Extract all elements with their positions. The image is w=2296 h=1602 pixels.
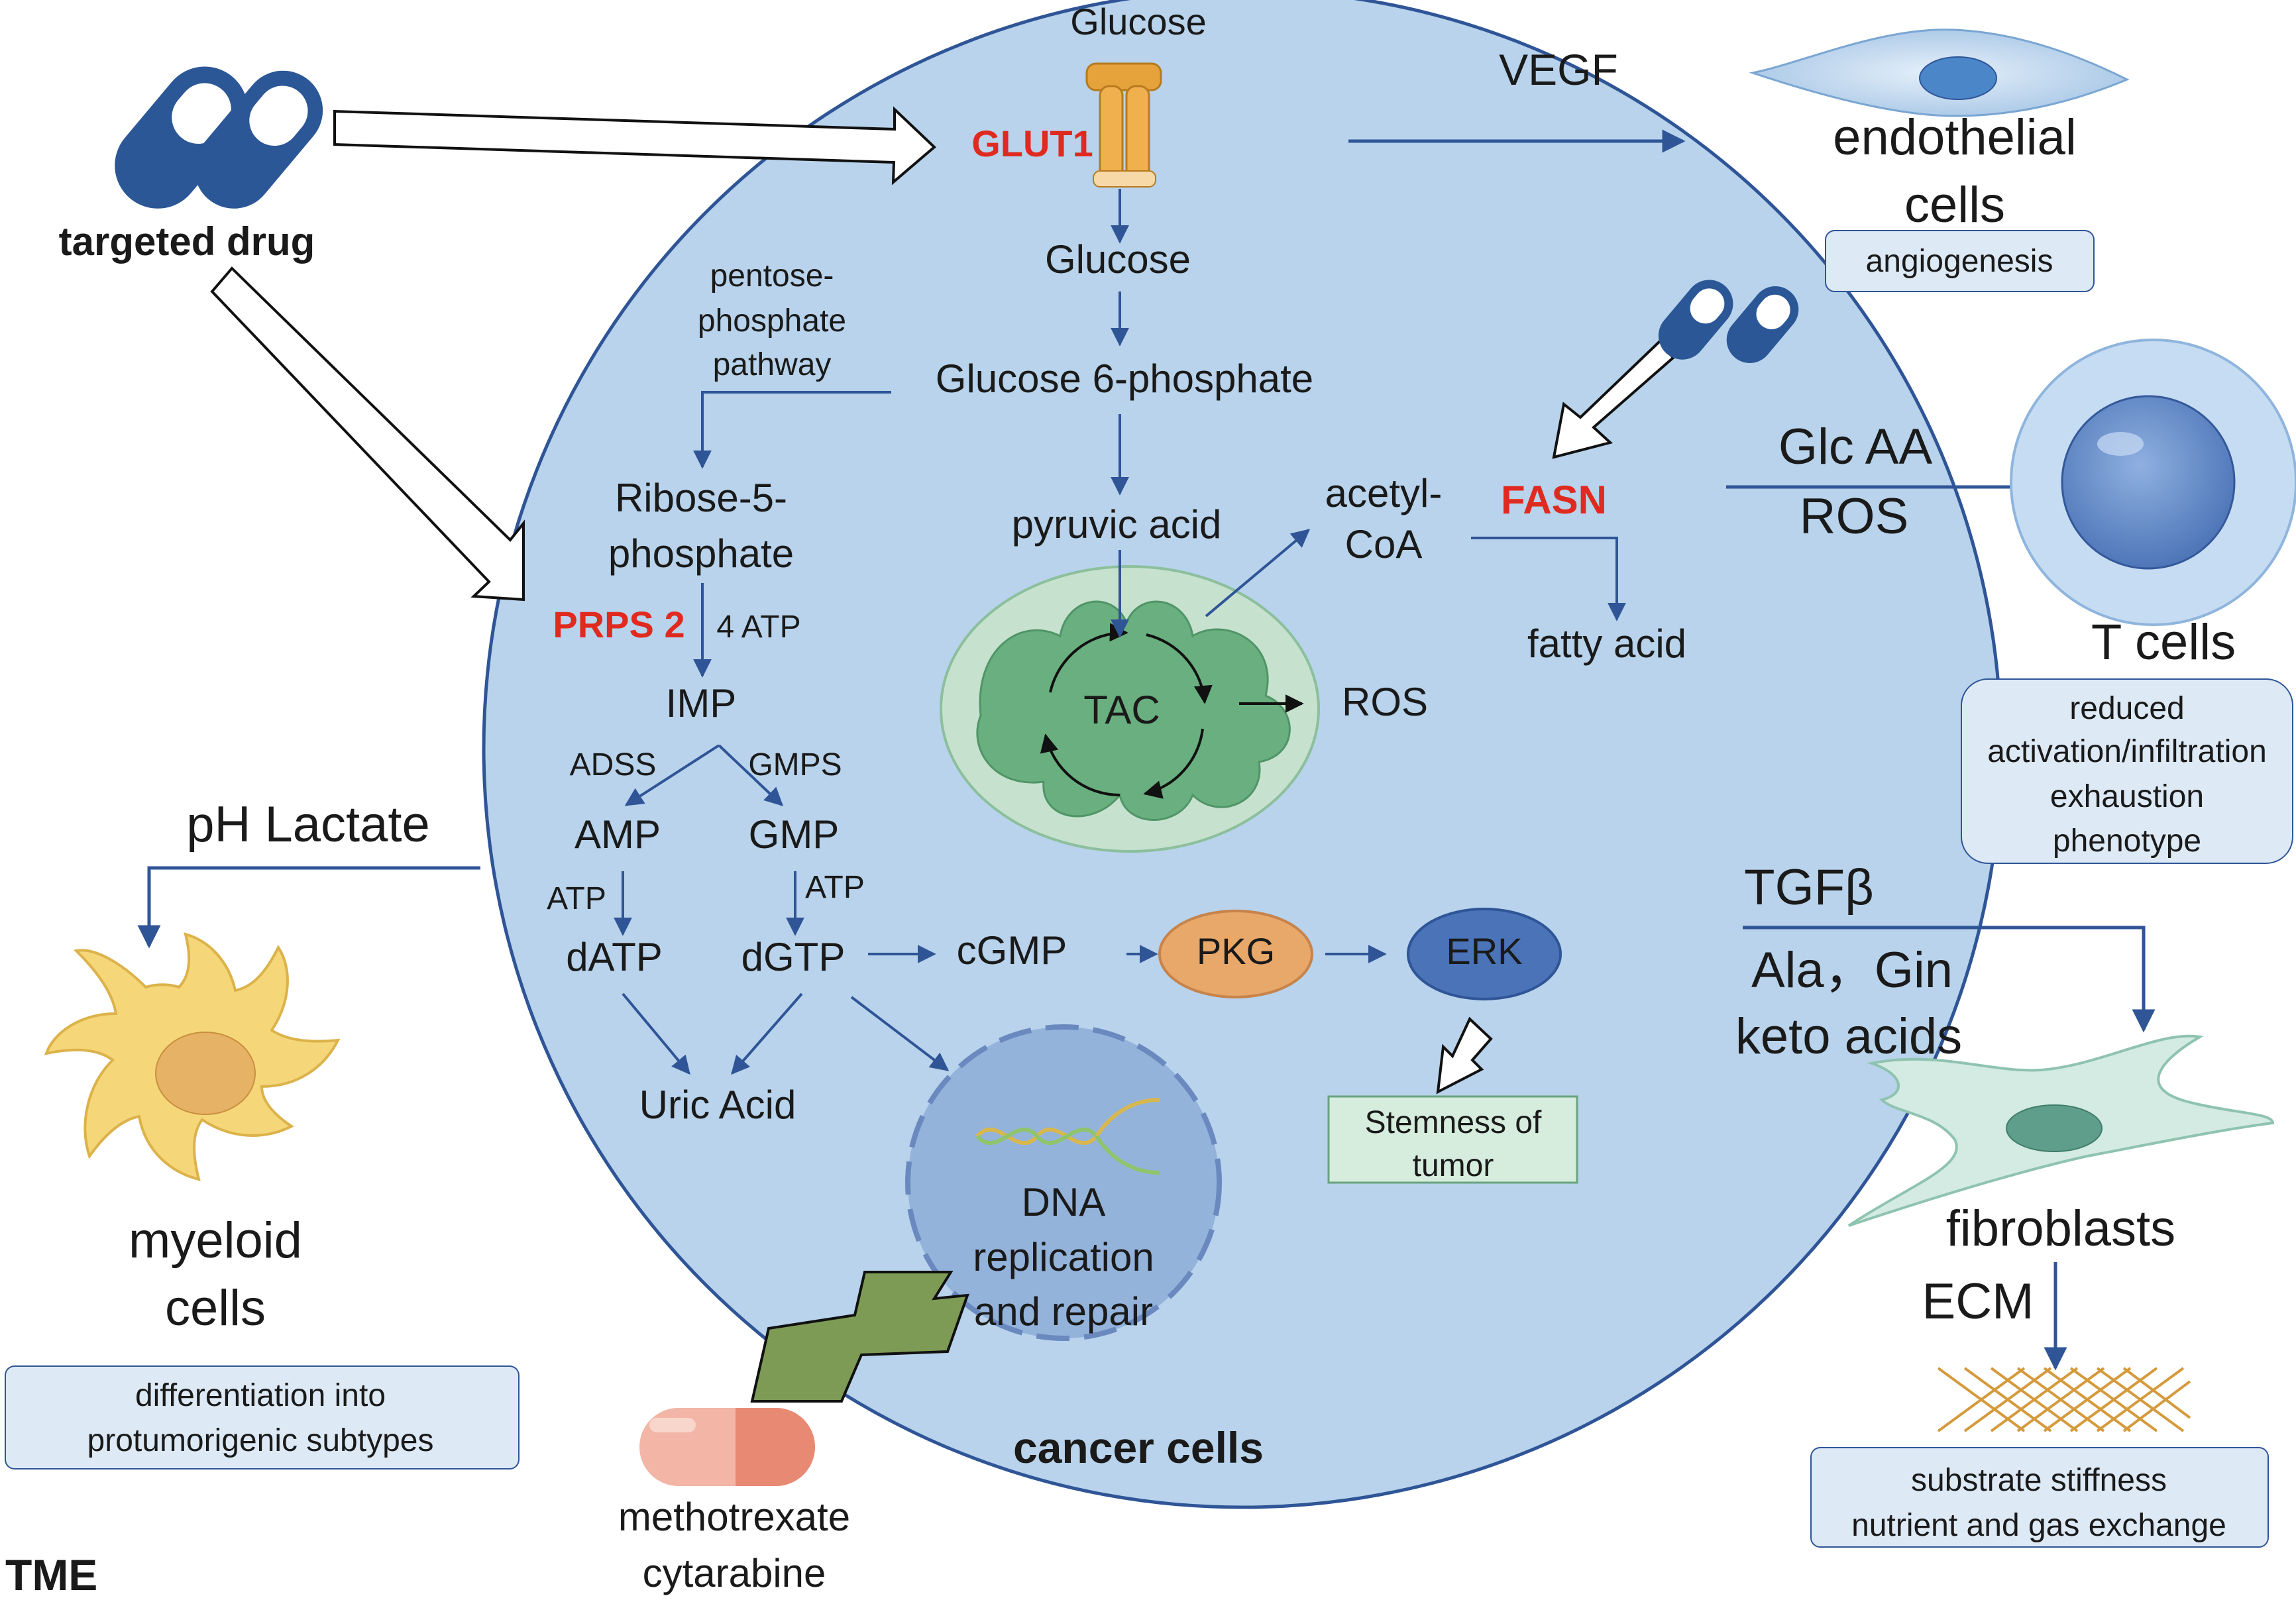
gmps-label: GMPS <box>748 747 842 782</box>
uric-acid-label: Uric Acid <box>639 1083 796 1127</box>
amp-label: AMP <box>574 812 661 857</box>
vegf-label: VEGF <box>1499 45 1618 94</box>
erk-node <box>1407 908 1562 1000</box>
extracellular-matrix-icon <box>1937 1367 2191 1432</box>
dna-helix-icon <box>975 1098 1160 1175</box>
pkg-node <box>1158 910 1313 998</box>
capsule-pills-icon-small <box>1658 280 1799 363</box>
stemness-box <box>1327 1095 1578 1184</box>
tme-label: TME <box>5 1550 97 1599</box>
pkg-label: PKG <box>1197 930 1275 972</box>
myeloid-cell-icon <box>44 932 341 1181</box>
ribose-5-phosphate-label-2: phosphate <box>608 531 794 576</box>
glut1-label: GLUT1 <box>971 123 1093 164</box>
capsule-pills-icon <box>115 66 323 209</box>
t-cell-effects-box <box>1961 678 2293 864</box>
four-atp-label: 4 ATP <box>716 610 800 645</box>
dna-label-2: replication <box>973 1235 1154 1279</box>
fasn-label: FASN <box>1501 478 1607 522</box>
ecm-label: ECM <box>1922 1273 2034 1330</box>
myeloid-cells-label-1: myeloid <box>129 1212 302 1269</box>
hollow-arrow-icon <box>1436 1016 1493 1095</box>
drug-to-prps2-arrow <box>210 266 525 602</box>
t-cell-effect-1: reduced <box>2069 691 2184 726</box>
stemness-label-1: Stemness of <box>1365 1105 1542 1140</box>
ala-gin-label: Ala，Gin <box>1751 942 1953 998</box>
dna-replication-region <box>905 1024 1222 1341</box>
ecm-effects-box <box>1810 1447 2269 1548</box>
glucose-intracellular-label: Glucose <box>1045 237 1191 282</box>
ppp-label-2: phosphate <box>698 303 846 339</box>
myeloid-effects-box <box>5 1365 519 1469</box>
myeloid-effect-2: protumorigenic subtypes <box>87 1423 434 1458</box>
ecm-effect-1: substrate stiffness <box>1911 1463 2167 1498</box>
endothelial-cells-label-2: cells <box>1904 177 2005 233</box>
adss-label: ADSS <box>570 747 657 782</box>
fatty-acid-label: fatty acid <box>1527 621 1686 666</box>
glucose-extracellular-label: Glucose <box>1070 1 1206 42</box>
capsule-pill-icon <box>639 1408 815 1486</box>
erk-label: ERK <box>1446 930 1522 972</box>
glut1-transporter-icon <box>1085 62 1162 187</box>
stemness-label-2: tumor <box>1413 1148 1494 1183</box>
dgtp-label: dGTP <box>741 935 846 979</box>
endothelial-cell-icon <box>1749 28 2130 117</box>
dna-label-1: DNA <box>1022 1180 1106 1224</box>
cytarabine-label: cytarabine <box>643 1551 826 1595</box>
tgfb-label: TGFβ <box>1744 859 1874 916</box>
glucose-6-phosphate-label: Glucose 6-phosphate <box>936 356 1313 401</box>
drug-to-glut1-arrow <box>333 106 936 186</box>
t-cell-effect-4: phenotype <box>2053 824 2201 859</box>
angiogenesis-label: angiogenesis <box>1866 244 2053 279</box>
fibroblast-cell-icon <box>1847 1034 2275 1227</box>
datp-label: dATP <box>566 935 663 979</box>
atp-left-label: ATP <box>547 881 606 916</box>
myeloid-effect-1: differentiation into <box>135 1378 386 1413</box>
tme-arrows <box>137 129 2156 1371</box>
keto-acids-label: keto acids <box>1735 1008 1962 1065</box>
angiogenesis-box <box>1825 230 2095 292</box>
pathway-arrows <box>614 189 1626 1075</box>
fibroblasts-label: fibroblasts <box>1946 1201 2175 1257</box>
gmp-label: GMP <box>749 812 840 857</box>
ppp-label-3: pathway <box>713 347 832 382</box>
cgmp-label: cGMP <box>957 928 1067 973</box>
acetyl-coa-label-2: CoA <box>1345 522 1423 566</box>
acetyl-coa-label-1: acetyl- <box>1325 471 1443 515</box>
cancer-cells-label: cancer cells <box>1013 1423 1264 1472</box>
drug-to-fasn-arrow <box>1552 339 1675 459</box>
imp-label: IMP <box>666 681 737 725</box>
myeloid-cells-label-2: cells <box>165 1280 266 1336</box>
endothelial-cells-label-1: endothelial <box>1833 109 2077 166</box>
atp-right-label: ATP <box>805 870 865 905</box>
tac-label: TAC <box>1083 688 1160 732</box>
t-cells-label: T cells <box>2091 614 2236 670</box>
ros-extracellular-label: ROS <box>1800 488 1909 545</box>
targeted-drug-label: targeted drug <box>59 219 315 264</box>
mitochondrion-icon <box>940 565 1320 853</box>
dna-label-3: and repair <box>974 1289 1153 1334</box>
prps2-label: PRPS 2 <box>553 604 684 645</box>
t-cell-effect-2: activation/infiltration <box>1987 734 2267 769</box>
ribose-5-phosphate-label-1: Ribose-5- <box>615 476 787 520</box>
ecm-effect-2: nutrient and gas exchange <box>1851 1508 2226 1543</box>
lightning-bolt-icon <box>750 1271 969 1403</box>
t-cell-effect-3: exhaustion <box>2050 779 2204 814</box>
methotrexate-label: methotrexate <box>618 1495 850 1539</box>
t-cell-icon <box>2010 339 2296 626</box>
ph-lactate-label: pH Lactate <box>186 796 430 853</box>
ppp-label-1: pentose- <box>710 258 834 294</box>
glc-aa-label: Glc AA <box>1778 419 1933 475</box>
ros-intracellular-label: ROS <box>1342 680 1428 724</box>
pyruvic-acid-label: pyruvic acid <box>1012 502 1222 547</box>
